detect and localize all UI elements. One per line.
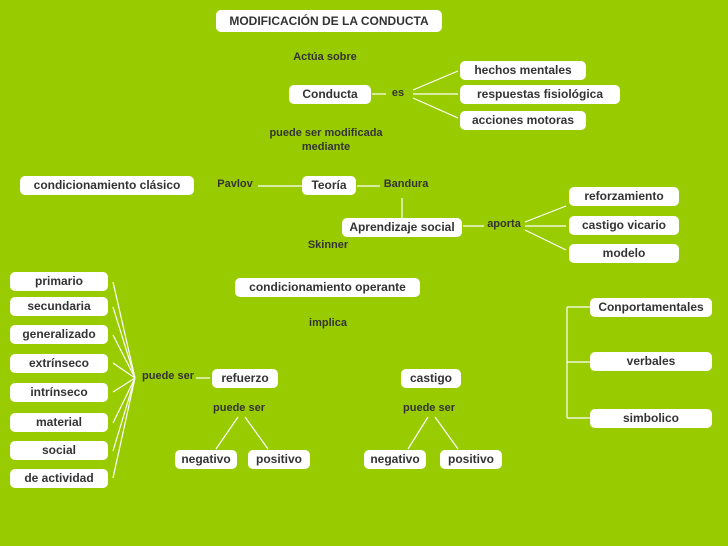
node-refuerzo: refuerzo	[212, 369, 278, 388]
node-secundaria: secundaria	[10, 297, 108, 316]
label-implica: implica	[309, 317, 347, 329]
node-positivo-refuerzo: positivo	[248, 450, 310, 469]
node-de-actividad: de actividad	[10, 469, 108, 488]
label-puede-ser-modificada: puede ser modificada	[269, 127, 383, 139]
node-simbolico: simbolico	[590, 409, 712, 428]
node-material: material	[10, 413, 108, 432]
label-mediante: mediante	[301, 141, 351, 153]
node-castigo: castigo	[401, 369, 461, 388]
label-bandura: Bandura	[383, 178, 429, 190]
node-respuestas-fisiologica: respuestas fisiológica	[460, 85, 620, 104]
node-teoria: Teoría	[302, 176, 356, 195]
node-modelo: modelo	[569, 244, 679, 263]
node-castigo-vicario: castigo vicario	[569, 216, 679, 235]
label-puede-ser-castigo: puede ser	[403, 402, 455, 414]
node-negativo-castigo: negativo	[364, 450, 426, 469]
node-reforzamiento: reforzamiento	[569, 187, 679, 206]
label-puede-ser-left: puede ser	[142, 370, 194, 382]
node-intrinseco: intrínseco	[10, 383, 108, 402]
node-condicionamiento-clasico: condicionamiento clásico	[20, 176, 194, 195]
node-hechos-mentales: hechos mentales	[460, 61, 586, 80]
node-acciones-motoras: acciones motoras	[460, 111, 586, 130]
label-pavlov: Pavlov	[217, 178, 253, 190]
label-actua-sobre: Actúa sobre	[293, 51, 357, 63]
node-conportamentales: Conportamentales	[590, 298, 712, 317]
node-positivo-castigo: positivo	[440, 450, 502, 469]
node-negativo-refuerzo: negativo	[175, 450, 237, 469]
label-aporta: aporta	[487, 218, 521, 230]
label-es: es	[391, 87, 405, 99]
node-primario: primario	[10, 272, 108, 291]
node-generalizado: generalizado	[10, 325, 108, 344]
node-social: social	[10, 441, 108, 460]
node-aprendizaje-social: Aprendizaje social	[342, 218, 462, 237]
node-verbales: verbales	[590, 352, 712, 371]
root-node: MODIFICACIÓN DE LA CONDUCTA	[216, 10, 442, 32]
node-condicionamiento-operante: condicionamiento operante	[235, 278, 420, 297]
label-puede-ser-refuerzo: puede ser	[213, 402, 265, 414]
label-skinner: Skinner	[307, 239, 349, 251]
node-conducta: Conducta	[289, 85, 371, 104]
node-extrinseco: extrínseco	[10, 354, 108, 373]
